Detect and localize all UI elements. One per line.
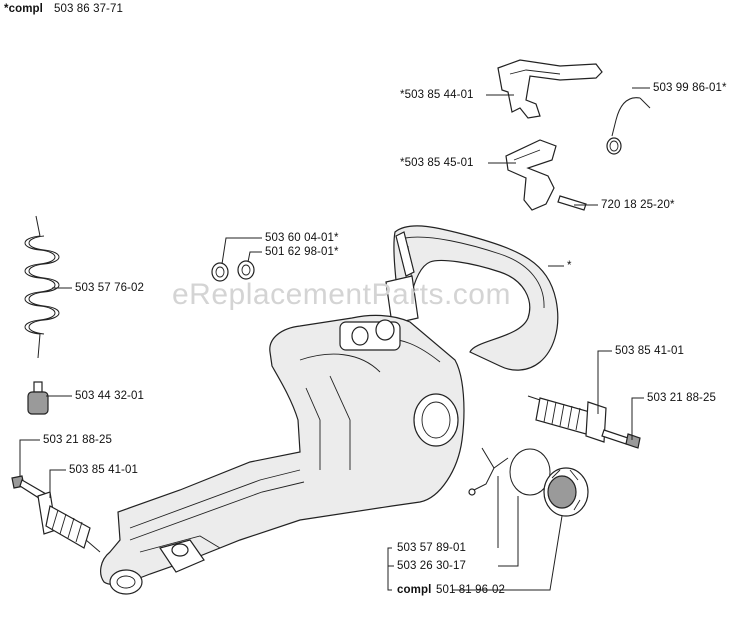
label-503854101-right: 503 85 41-01 <box>615 345 684 357</box>
label-503577602: 503 57 76-02 <box>75 282 144 294</box>
roll-pin <box>557 195 587 211</box>
label-503854401: *503 85 44-01 <box>400 89 474 101</box>
label-503998601: 503 99 86-01* <box>653 82 727 94</box>
label-503854501: *503 85 45-01 <box>400 157 474 169</box>
label-503218825-right: 503 21 88-25 <box>647 392 716 404</box>
fuel-cap <box>543 467 589 517</box>
label-720182520: 720 18 25-20* <box>601 199 675 211</box>
lockout-lever <box>505 139 557 211</box>
label-star: * <box>567 260 572 272</box>
label-503854101-left: 503 85 41-01 <box>69 464 138 476</box>
label-503578901: 503 57 89-01 <box>397 542 466 554</box>
label-503263017: 503 26 30-17 <box>397 560 466 572</box>
label-503218825-left: 503 21 88-25 <box>43 434 112 446</box>
wire-bracket <box>468 447 509 496</box>
leader-lines <box>19 87 650 591</box>
header-prefix: *compl <box>4 3 43 15</box>
torsion-spring <box>606 97 651 155</box>
fuel-filter <box>27 381 49 415</box>
header-part-number: 503 86 37-71 <box>54 3 123 15</box>
label-501629801: 501 62 98-01* <box>265 246 339 258</box>
label-503600401: 503 60 04-01* <box>265 232 339 244</box>
label-503443201: 503 44 32-01 <box>75 390 144 402</box>
throttle-lever <box>497 59 603 119</box>
o-ring <box>509 448 551 496</box>
handle-body <box>100 225 559 595</box>
av-spring-left <box>11 475 101 553</box>
fuel-hose <box>24 215 60 359</box>
watermark: eReplacementParts.com <box>172 278 511 311</box>
av-spring-right <box>527 395 641 449</box>
label-501819602: 501 81 96-02 <box>436 584 505 596</box>
rubber-buffers <box>211 260 255 282</box>
label-compl-prefix: compl <box>397 584 432 596</box>
